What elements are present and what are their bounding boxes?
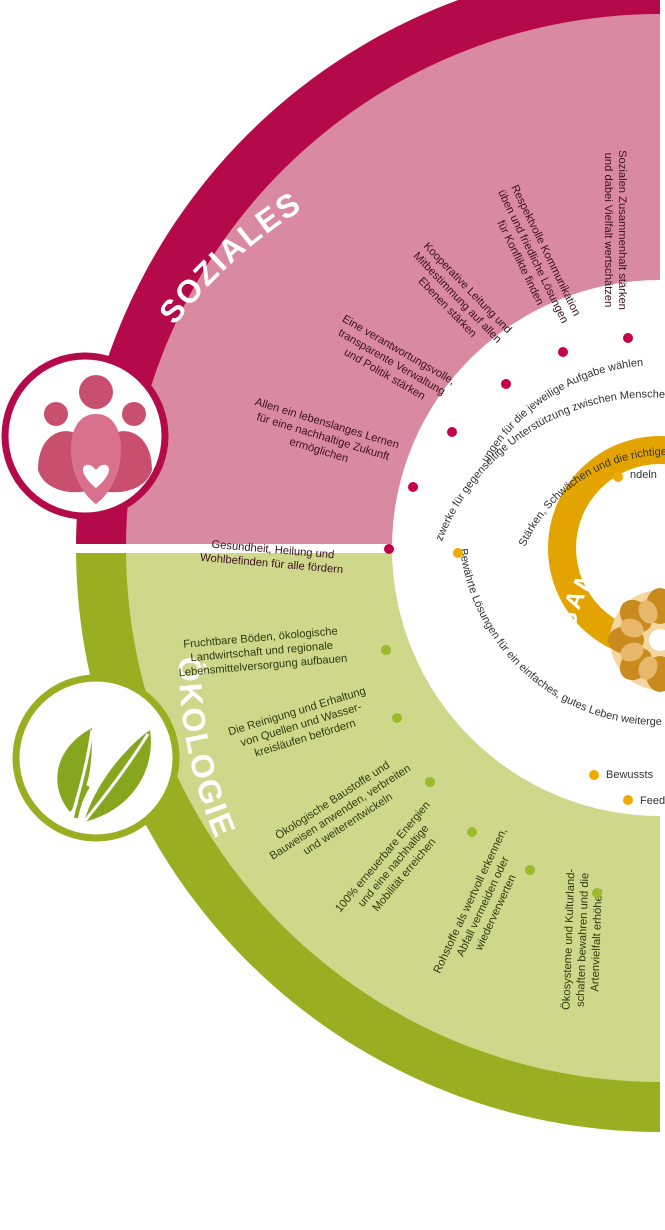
soziales-goal-dot [447,427,457,437]
oekologie-goal-dot [381,645,391,655]
soziales-goal-dot [501,379,511,389]
oekologie-goal-6: Ökosysteme und Kulturland-schaften bewah… [561,868,606,1011]
oekologie-goal-6-line: Artenvielfalt erhöhen [589,889,605,992]
horizontal-divider [0,544,665,553]
oekologie-goal-dot [467,827,477,837]
ganzheitlich-fragment-1: ndeln [630,469,657,481]
oekologie-goal-6-line: schaften bewahren und die [575,873,592,1008]
soziales-goal-1-line: und dabei Vielfalt wertschätzen [602,153,614,308]
oekologie-goal-dot [392,713,402,723]
oekologie-goal-dot [592,888,602,898]
oekologie-goal-6-line: Ökosysteme und Kulturland- [561,868,578,1010]
ganzheitlich-center [576,464,665,632]
oekologie-goal-dot [425,777,435,787]
oekologie-icon-disc [12,674,180,842]
soziales-goal-1: Sozialen Zusammenhalt stärkenund dabei V… [602,150,628,310]
soziales-goal-dot [558,347,568,357]
ganzheitlich-white-disc [392,280,665,816]
people-heart-icon [38,375,152,504]
ganzheitlich-dots [453,472,633,805]
soziales-goal-1-line: Sozialen Zusammenhalt stärken [616,150,628,310]
mandala-icon [608,588,665,692]
ganzheitlich-fragment-2: Bewussts [606,769,654,781]
soziales-goal-dot [384,544,394,554]
soziales-goal-dot [623,333,633,343]
leaves-icon [57,728,151,823]
ganzheitlich-fragment-3: Feed [640,795,665,807]
soziales-goal-dot [408,482,418,492]
oekologie-outer-ring [76,548,660,1230]
oekologie-goal-dot [525,865,535,875]
